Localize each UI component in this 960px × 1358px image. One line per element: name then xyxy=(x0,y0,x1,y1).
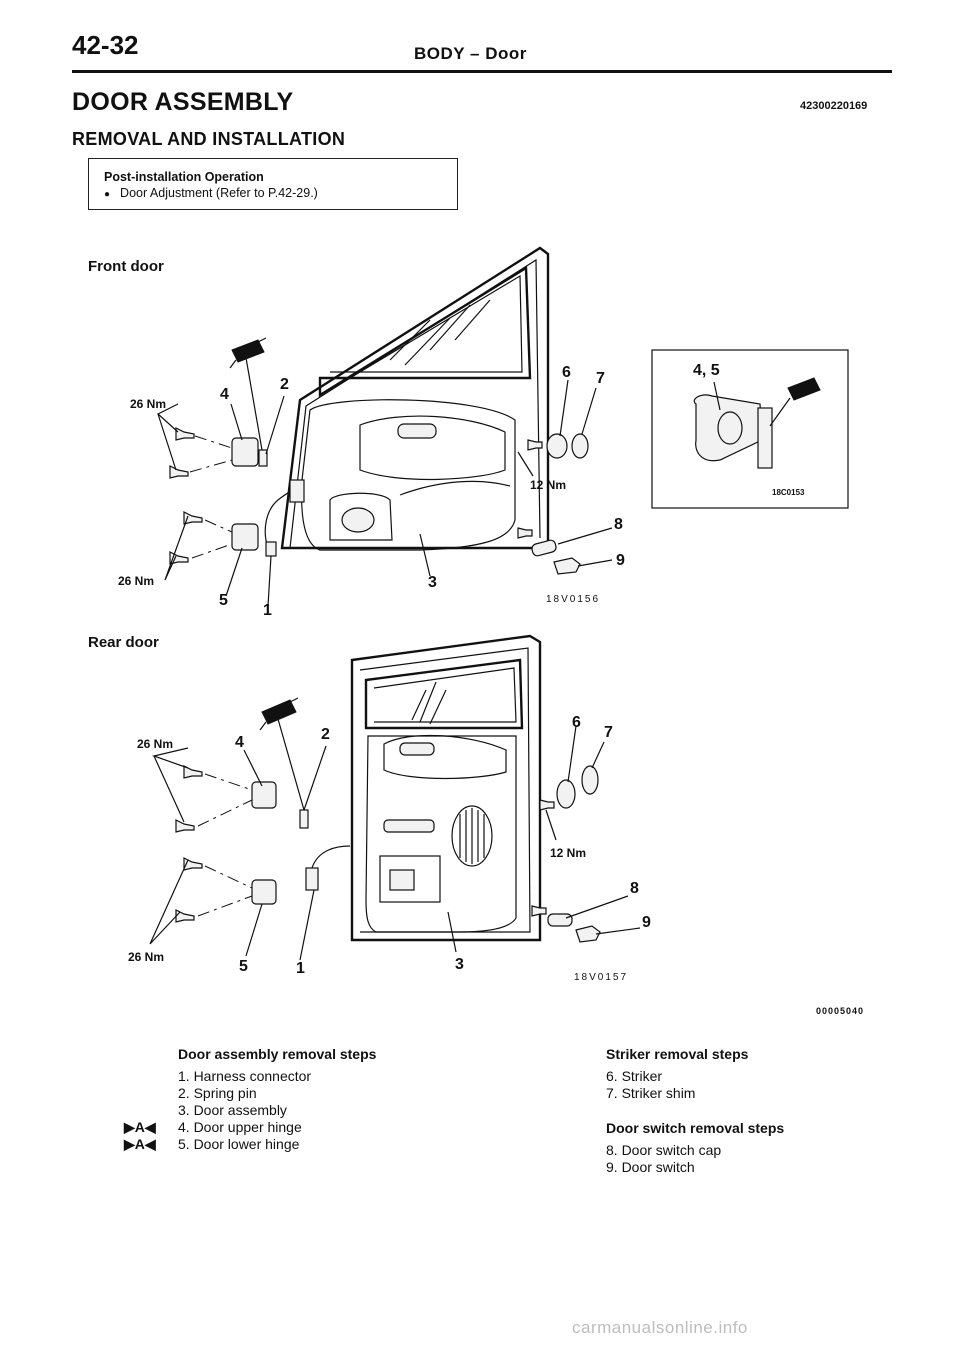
list-item: 9. Door switch xyxy=(606,1159,695,1175)
rear-label-1: 1 xyxy=(296,960,305,977)
rear-torque-striker: 12 Nm xyxy=(550,846,587,860)
front-label-1: 1 xyxy=(263,602,272,619)
striker-steps-list: 6. Striker 7. Striker shim xyxy=(606,1068,695,1102)
rear-upper-hinge xyxy=(251,781,277,809)
rear-label-8: 8 xyxy=(630,880,639,897)
door-switch-steps-heading: Door switch removal steps xyxy=(606,1120,785,1136)
rear-figure-code: 18V0157 xyxy=(574,972,629,983)
post-installation-item: ● Door Adjustment (Refer to P.42-29.) xyxy=(104,186,318,200)
list-item: 2. Spring pin xyxy=(178,1085,257,1101)
door-switch-steps-list: 8. Door switch cap 9. Door switch xyxy=(606,1142,721,1176)
procedure-marker-a-lower: ▶A◀ xyxy=(124,1136,156,1152)
document-code: 42300220169 xyxy=(800,100,868,112)
rear-label-4: 4 xyxy=(235,734,244,751)
procedure-marker-a-upper: ▶A◀ xyxy=(124,1119,156,1135)
front-label-5: 5 xyxy=(219,592,228,609)
inset-code: 18C0153 xyxy=(772,488,805,497)
front-label-3: 3 xyxy=(428,574,437,591)
front-torque-striker: 12 Nm xyxy=(530,478,567,492)
list-item: 1. Harness connector xyxy=(178,1068,312,1084)
rear-label-5: 5 xyxy=(239,958,248,975)
list-item: 3. Door assembly xyxy=(178,1102,287,1118)
header-title: BODY – Door xyxy=(414,44,527,63)
front-figure-code: 18V0156 xyxy=(546,594,601,605)
rear-label-7: 7 xyxy=(604,724,613,741)
list-item: 4. Door upper hinge xyxy=(178,1119,302,1135)
rear-torque-upper-hinge: 26 Nm xyxy=(137,737,174,751)
inset-label: 4, 5 xyxy=(693,362,720,379)
door-assembly-steps-heading: Door assembly removal steps xyxy=(178,1046,377,1062)
front-upper-hinge xyxy=(231,437,259,467)
sub-title: REMOVAL AND INSTALLATION xyxy=(72,129,346,149)
list-item: 7. Striker shim xyxy=(606,1085,696,1101)
front-label-7: 7 xyxy=(596,370,605,387)
list-item: 5. Door lower hinge xyxy=(178,1136,300,1152)
rear-label-2: 2 xyxy=(321,726,330,743)
figure-id: 00005040 xyxy=(816,1006,865,1016)
front-label-2: 2 xyxy=(280,376,289,393)
section-title: DOOR ASSEMBLY xyxy=(72,88,294,116)
front-label-4: 4 xyxy=(220,386,229,403)
rear-torque-lower-hinge: 26 Nm xyxy=(128,950,165,964)
front-label-6: 6 xyxy=(562,364,571,381)
front-lower-hinge xyxy=(231,523,259,551)
rear-door-drawing xyxy=(149,634,641,961)
front-door-drawing xyxy=(156,246,849,607)
front-door-caption: Front door xyxy=(88,258,164,275)
rear-label-9: 9 xyxy=(642,914,651,931)
list-item: 8. Door switch cap xyxy=(606,1142,722,1158)
front-hinge-inset-frame xyxy=(651,349,849,509)
bullet-icon: ● xyxy=(104,189,111,200)
rear-label-6: 6 xyxy=(572,714,581,731)
list-item: 6. Striker xyxy=(606,1068,663,1084)
post-installation-box xyxy=(88,158,458,210)
post-installation-item-text: Door Adjustment (Refer to P.42-29.) xyxy=(120,186,318,200)
front-label-9: 9 xyxy=(616,552,625,569)
striker-steps-heading: Striker removal steps xyxy=(606,1046,749,1062)
rear-door-caption: Rear door xyxy=(88,634,159,651)
header-rule xyxy=(72,70,892,73)
post-installation-title: Post-installation Operation xyxy=(104,170,264,184)
front-torque-lower-hinge: 26 Nm xyxy=(118,574,155,588)
front-torque-upper-hinge: 26 Nm xyxy=(130,397,167,411)
door-assembly-steps-list: 1. Harness connector 2. Spring pin 3. Do… xyxy=(178,1068,311,1153)
page-number: 42-32 xyxy=(72,30,139,60)
rear-lower-hinge xyxy=(251,879,277,905)
rear-label-3: 3 xyxy=(455,956,464,973)
watermark: carmanualsonline.info xyxy=(572,1318,748,1337)
front-label-8: 8 xyxy=(614,516,623,533)
